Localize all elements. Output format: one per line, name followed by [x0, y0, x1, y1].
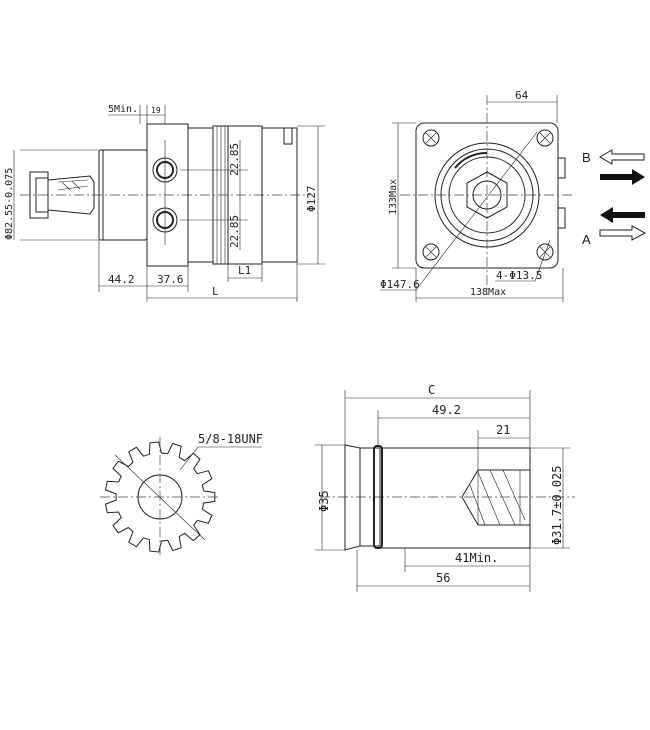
dim-C: C	[428, 383, 435, 397]
shaft-view: C 49.2 21 Φ35 Φ31.7±0.025 41Min. 56	[315, 383, 575, 592]
dim-19: 19	[151, 106, 161, 115]
dim-64: 64	[515, 89, 529, 102]
side-view: 22.85 22.85 Φ82.55-0.075 Φ127 5Min. 19 4…	[4, 104, 325, 302]
dim-138max: 138Max	[470, 287, 506, 298]
dim-21: 21	[496, 423, 510, 437]
dim-56: 56	[436, 571, 450, 585]
dim-port-upper: 22.85	[228, 143, 241, 176]
dim-133max: 133Max	[388, 179, 399, 215]
dim-holes: 4-Φ13.5	[496, 269, 542, 282]
port-a-label: A	[582, 232, 591, 247]
dim-bolt-circle: Φ147.6	[380, 278, 420, 291]
spline-view: 5/8-18UNF	[100, 432, 263, 557]
port-b-label: B	[582, 150, 591, 165]
spline-outline	[104, 441, 216, 553]
dim-49-2: 49.2	[432, 403, 461, 417]
dim-L1: L1	[238, 264, 251, 277]
solid-arrow-left-icon	[600, 207, 645, 223]
solid-arrow-right-icon	[600, 169, 645, 185]
dim-pilot-diameter: Φ82.55-0.075	[4, 168, 15, 240]
dim-41min: 41Min.	[455, 551, 498, 565]
dim-body-diameter: Φ127	[305, 186, 318, 213]
thread-label: 5/8-18UNF	[198, 432, 263, 446]
dim-5min: 5Min.	[108, 104, 138, 115]
hollow-arrow-right-icon	[599, 225, 647, 241]
hollow-arrow-left-icon	[599, 149, 645, 165]
dim-35: Φ35	[317, 490, 331, 512]
dim-37-6: 37.6	[157, 273, 184, 286]
dim-L: L	[212, 285, 219, 298]
dim-port-lower: 22.85	[228, 215, 241, 248]
dim-31-7: Φ31.7±0.025	[550, 466, 564, 545]
dim-44-2: 44.2	[108, 273, 135, 286]
front-view: Φ147.6 4-Φ13.5 64 133Max 138Max B A	[380, 89, 647, 302]
